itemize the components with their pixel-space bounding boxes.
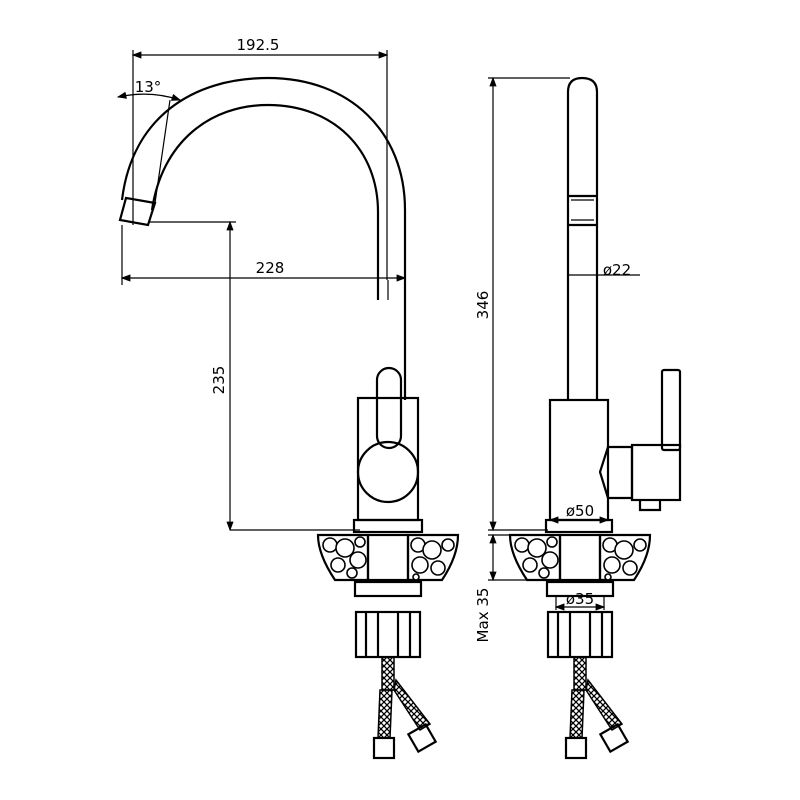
hose xyxy=(381,656,395,691)
dim-max-thickness: Max 35 xyxy=(474,588,492,643)
shank xyxy=(366,533,410,582)
handle-lever xyxy=(375,366,403,450)
dim-base-diameter: ø50 xyxy=(566,502,594,520)
dim-overall-reach: 228 xyxy=(256,259,285,277)
base-flange xyxy=(352,518,424,534)
side-shank xyxy=(558,533,602,582)
side-base-flange xyxy=(544,518,614,534)
front-view xyxy=(116,50,460,760)
dim-column-diameter: ø22 xyxy=(603,261,631,279)
dim-spout-reach: 192.5 xyxy=(237,36,280,54)
side-pebbles xyxy=(514,536,647,581)
spout-tip xyxy=(118,196,157,227)
handle-block xyxy=(630,443,682,502)
dim-angle-arc xyxy=(116,91,182,101)
spout-outer xyxy=(120,76,407,400)
dim-spout-angle: 13° xyxy=(135,78,162,96)
dim-total-height: 346 xyxy=(474,291,492,320)
dim-spout-height: 235 xyxy=(210,366,228,395)
handle-knob xyxy=(356,440,420,504)
washer xyxy=(353,580,423,598)
pebbles xyxy=(322,536,455,581)
countertop-section xyxy=(316,533,460,582)
side-handle-lever xyxy=(660,368,682,452)
side-view xyxy=(488,76,682,760)
hose-fitting xyxy=(372,736,396,760)
column xyxy=(566,76,599,400)
dim-shank-diameter: ø35 xyxy=(566,590,594,608)
spout-inner xyxy=(150,103,380,300)
cartridge xyxy=(598,445,634,500)
